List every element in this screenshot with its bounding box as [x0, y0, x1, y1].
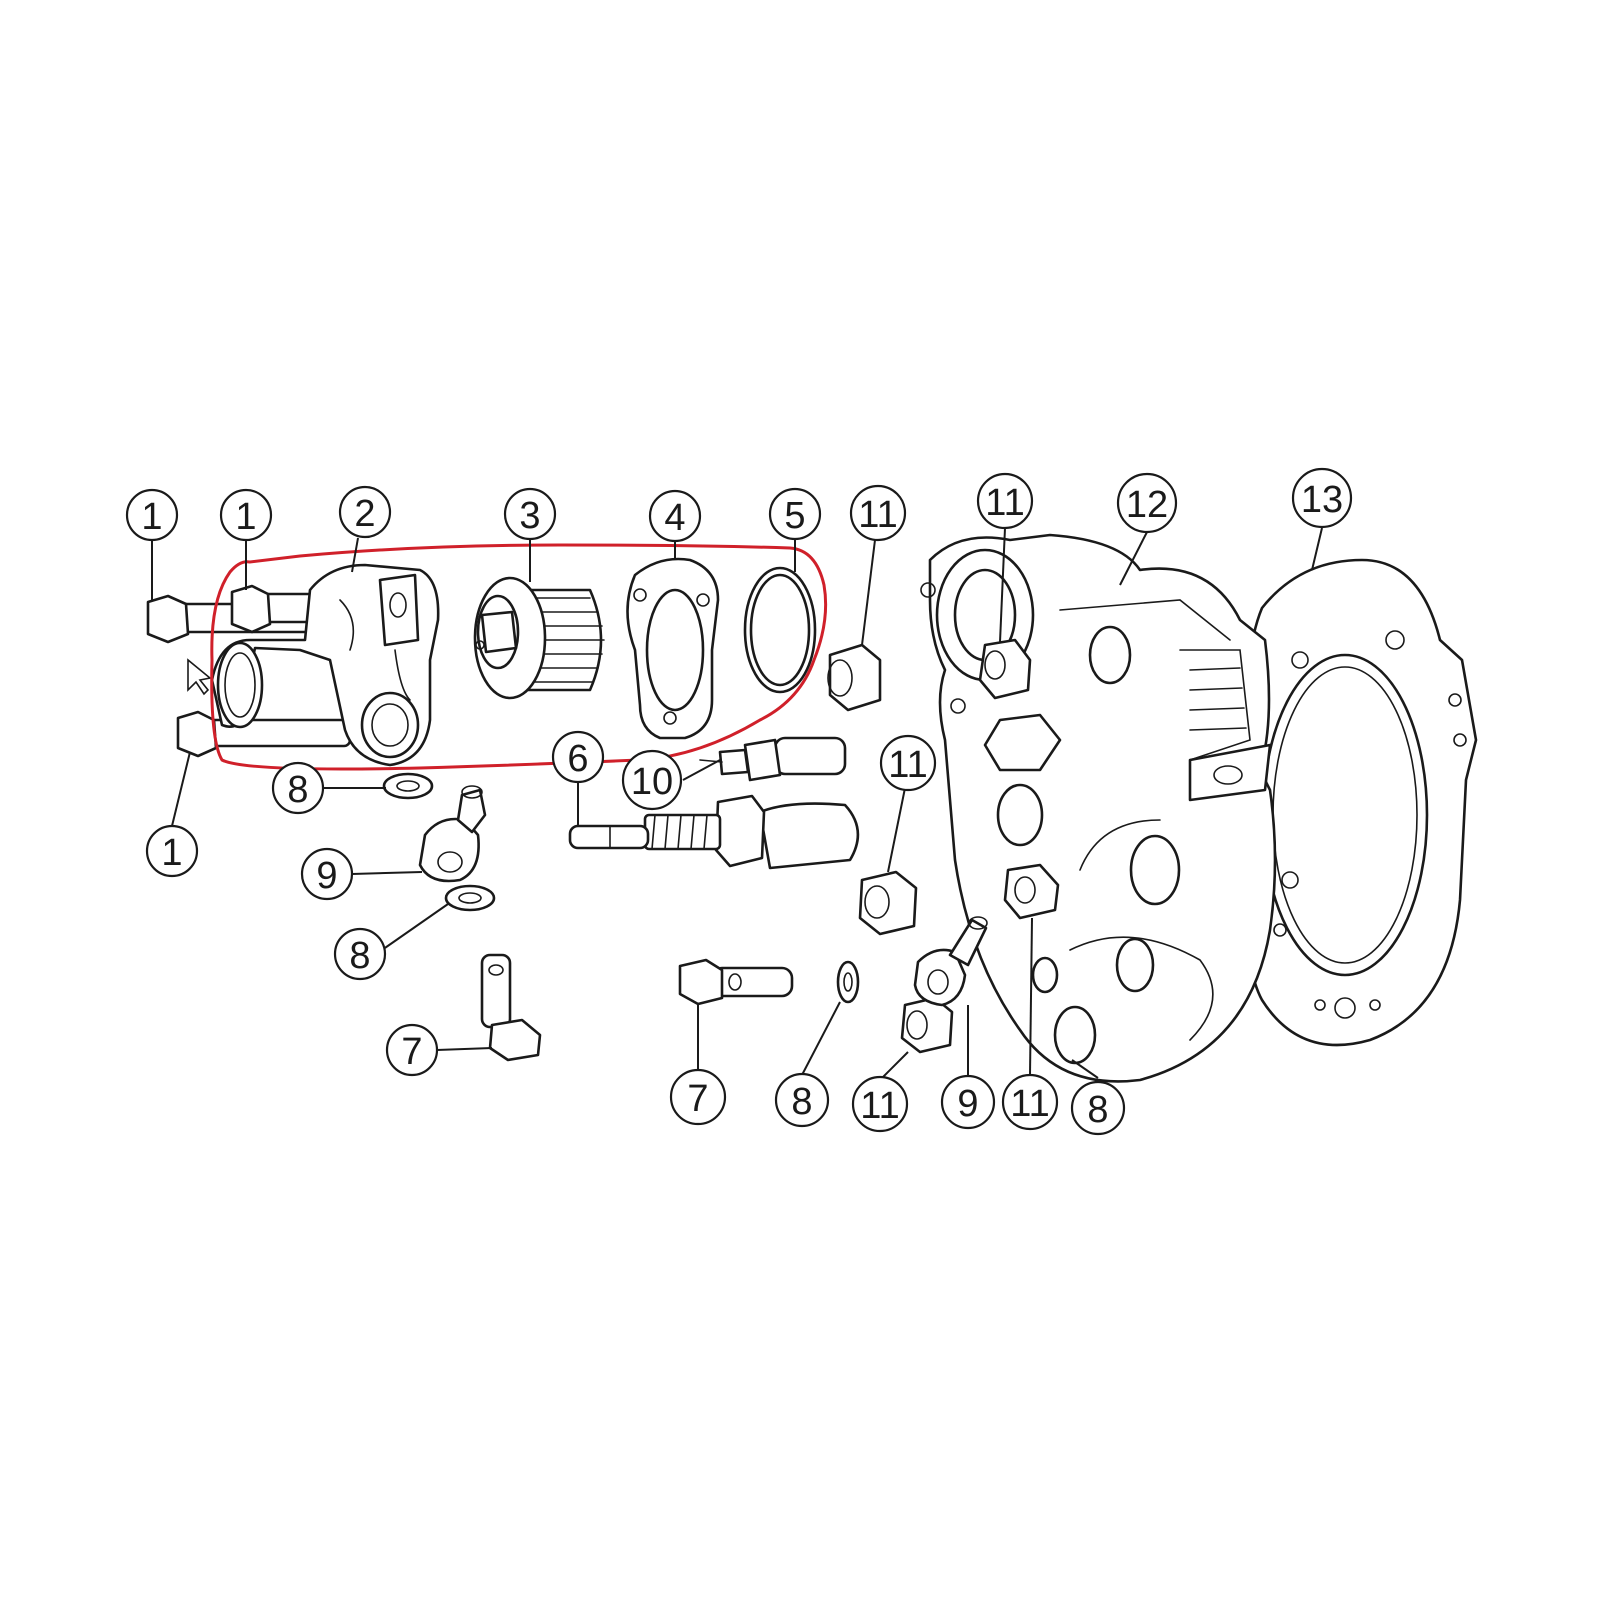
- callout-part-9-a: 9: [300, 847, 354, 901]
- callout-part-6: 6: [551, 730, 605, 784]
- callout-part-5: 5: [768, 487, 822, 541]
- svg-text:1: 1: [161, 832, 182, 874]
- cursor-icon: [187, 658, 212, 696]
- nut-11a: [827, 643, 882, 712]
- svg-text:10: 10: [631, 761, 673, 803]
- callout-part-11-a: 11: [849, 484, 907, 542]
- bolt-1c: [176, 710, 352, 758]
- svg-text:7: 7: [687, 1078, 708, 1120]
- svg-text:12: 12: [1126, 484, 1168, 526]
- svg-text:5: 5: [784, 495, 805, 537]
- svg-text:1: 1: [235, 496, 256, 538]
- callout-part-8-a: 8: [271, 761, 325, 815]
- o-ring: [743, 566, 817, 694]
- callout-part-8-d: 8: [1070, 1080, 1126, 1136]
- callout-part-2: 2: [338, 485, 392, 539]
- highlight-outline: [210, 543, 828, 771]
- svg-text:6: 6: [567, 738, 588, 780]
- svg-text:11: 11: [858, 494, 897, 536]
- svg-text:3: 3: [519, 495, 540, 537]
- banjo-bolt-7b: [678, 958, 794, 1006]
- head-gasket: [1238, 558, 1478, 1047]
- callout-part-13: 13: [1291, 467, 1353, 529]
- svg-text:8: 8: [287, 769, 308, 811]
- nut-11b: [858, 870, 918, 936]
- head-nut-middle: [1003, 863, 1060, 920]
- svg-text:2: 2: [354, 493, 375, 535]
- head-nut-upper: [978, 638, 1032, 700]
- svg-text:1: 1: [141, 496, 162, 538]
- callout-part-4: 4: [648, 489, 702, 543]
- callouts: 1 1 2 3 4 5 11 11 12 13 1 8 6 10 9 11 8 …: [125, 467, 1353, 1136]
- thermostat-housing: [210, 563, 440, 767]
- callout-part-1-b: 1: [219, 488, 273, 542]
- cylinder-head: [920, 533, 1277, 1083]
- thermostat: [473, 576, 605, 700]
- callout-part-3: 3: [503, 487, 557, 541]
- callout-part-7-a: 7: [385, 1023, 439, 1077]
- callout-part-12: 12: [1116, 472, 1178, 534]
- housing-gasket: [626, 557, 720, 740]
- svg-text:8: 8: [791, 1081, 812, 1123]
- svg-text:9: 9: [957, 1083, 978, 1125]
- washer-8c: [836, 960, 860, 1004]
- callout-part-1-a: 1: [125, 488, 179, 542]
- svg-text:11: 11: [1010, 1083, 1049, 1125]
- callout-part-8-b: 8: [333, 927, 387, 981]
- spark-plug: [568, 794, 860, 870]
- svg-text:8: 8: [1087, 1089, 1108, 1131]
- svg-text:13: 13: [1301, 479, 1343, 521]
- svg-text:4: 4: [664, 497, 685, 539]
- nut-11c: [900, 996, 954, 1054]
- svg-text:11: 11: [888, 744, 927, 786]
- callout-part-8-c: 8: [774, 1072, 830, 1128]
- callout-part-9-b: 9: [940, 1074, 996, 1130]
- svg-text:8: 8: [349, 935, 370, 977]
- callout-part-7-b: 7: [669, 1068, 727, 1126]
- banjo-bolt-7a: [480, 953, 542, 1062]
- callout-part-1-c: 1: [145, 824, 199, 878]
- svg-text:11: 11: [860, 1085, 899, 1127]
- leader-lines: [151, 527, 1323, 1081]
- svg-text:9: 9: [316, 855, 337, 897]
- banjo-fitting-9b: [913, 916, 988, 1007]
- svg-text:11: 11: [985, 482, 1024, 524]
- svg-text:7: 7: [401, 1031, 422, 1073]
- callout-part-11-c: 11: [879, 734, 937, 792]
- washer-8a: [382, 772, 434, 800]
- callout-part-11-b: 11: [976, 472, 1034, 530]
- callout-part-11-d: 11: [851, 1075, 909, 1133]
- banjo-fitting-9a: [418, 785, 487, 883]
- callout-part-11-e: 11: [1001, 1073, 1059, 1131]
- callout-part-10: 10: [621, 749, 683, 811]
- temperature-sensor: [699, 736, 847, 782]
- washer-8b: [444, 884, 496, 912]
